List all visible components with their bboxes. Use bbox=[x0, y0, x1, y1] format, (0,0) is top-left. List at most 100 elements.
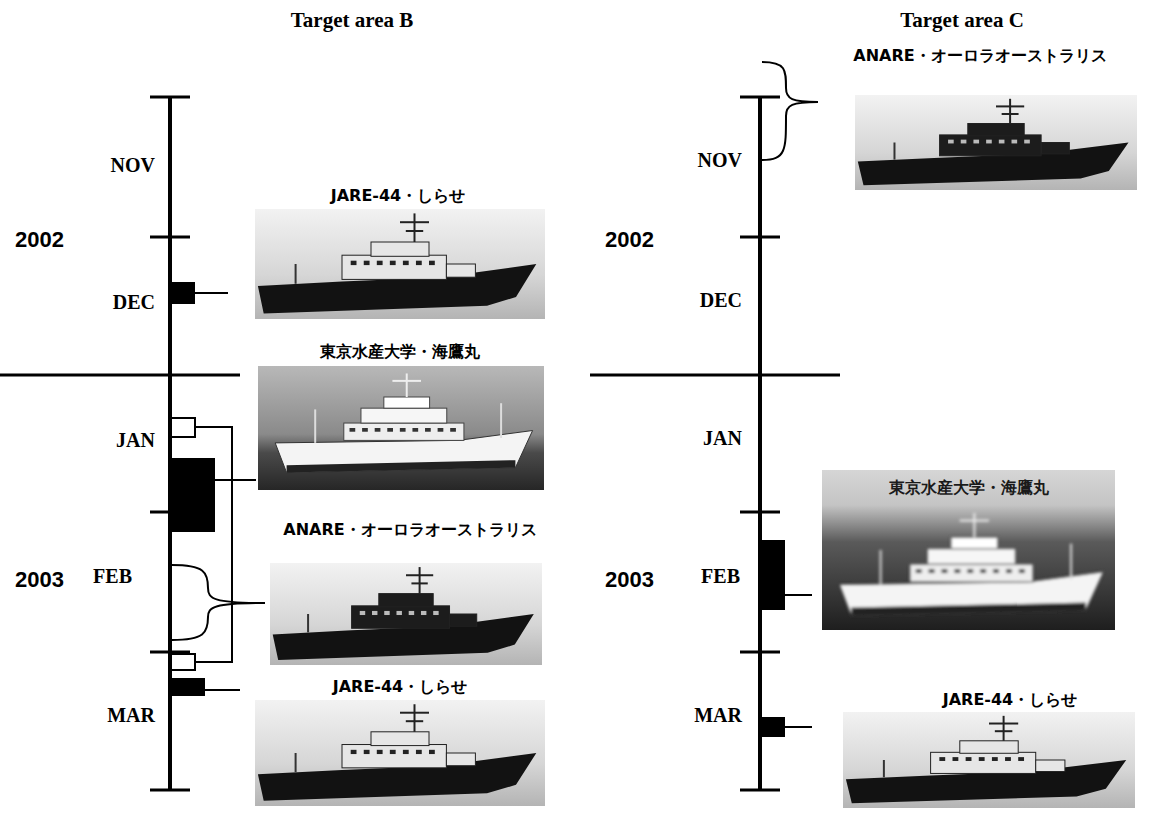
ship-part bbox=[433, 611, 438, 615]
ship-part bbox=[352, 606, 450, 628]
photo-background bbox=[270, 563, 542, 665]
ship-part bbox=[939, 757, 945, 761]
ship-part bbox=[966, 757, 972, 761]
cruise-bar-open bbox=[171, 418, 195, 437]
ship-photo bbox=[270, 563, 542, 665]
ship-photo-card: ANARE・オーロラオーストラリス bbox=[853, 46, 1137, 190]
ship-part bbox=[916, 569, 922, 573]
ship-mast bbox=[406, 230, 423, 232]
month-label: DEC bbox=[700, 289, 742, 312]
ship-part bbox=[371, 242, 429, 256]
axis-tick bbox=[150, 96, 190, 99]
area-title: Target area C bbox=[900, 8, 1024, 33]
ship-part bbox=[403, 261, 409, 265]
ship-caption: 東京水産大学・海鷹丸 bbox=[889, 478, 1049, 498]
cruise-bars-c bbox=[760, 62, 818, 737]
cruise-bar-open bbox=[171, 654, 195, 670]
ship-part bbox=[967, 569, 973, 573]
area-title: Target area B bbox=[291, 8, 413, 33]
ship-part bbox=[999, 140, 1005, 144]
ship-photo-card: JARE-44・しらせ bbox=[255, 677, 545, 806]
leader-line bbox=[205, 689, 240, 691]
ship-mast bbox=[960, 520, 989, 522]
curly-bracket bbox=[762, 62, 818, 160]
cruise-bar bbox=[170, 458, 215, 532]
month-label: FEB bbox=[701, 565, 740, 588]
ship-part bbox=[396, 611, 401, 615]
ship-illustration bbox=[258, 704, 536, 800]
ship-part bbox=[910, 564, 1033, 582]
ship-part bbox=[361, 408, 447, 423]
ship-part bbox=[342, 255, 446, 279]
ship-part bbox=[384, 611, 389, 615]
ship-mast bbox=[1070, 544, 1072, 580]
ship-part bbox=[1005, 757, 1011, 761]
ship-photo-card: JARE-44・しらせ bbox=[255, 186, 545, 319]
ship-part bbox=[973, 140, 979, 144]
ship-part bbox=[403, 750, 409, 754]
ship-part bbox=[980, 569, 986, 573]
photo-background bbox=[822, 470, 1115, 630]
ship-waterline bbox=[287, 460, 516, 472]
ship-part bbox=[450, 428, 456, 432]
ship-mast bbox=[883, 760, 885, 777]
photo-background bbox=[843, 712, 1135, 808]
ship-part bbox=[429, 261, 435, 265]
ship-part bbox=[1012, 140, 1018, 144]
axis-tick bbox=[740, 236, 780, 239]
ship-part bbox=[953, 757, 959, 761]
ship-illustration bbox=[275, 373, 532, 472]
ship-mast bbox=[1009, 99, 1011, 124]
ship-caption: JARE-44・しらせ bbox=[943, 690, 1078, 710]
ship-mast bbox=[411, 582, 427, 584]
ship-photo bbox=[843, 712, 1135, 808]
ship-illustration bbox=[846, 716, 1126, 803]
ship-caption: JARE-44・しらせ bbox=[331, 186, 466, 206]
photo-background bbox=[258, 366, 544, 490]
ship-mast bbox=[1003, 716, 1005, 741]
ship-mast bbox=[400, 712, 429, 714]
ship-part bbox=[371, 732, 429, 746]
leader-line bbox=[215, 479, 256, 481]
ship-mast bbox=[307, 614, 309, 632]
ship-mast bbox=[414, 704, 416, 732]
ship-part bbox=[387, 428, 393, 432]
month-label: NOV bbox=[111, 154, 155, 177]
ship-part bbox=[377, 261, 383, 265]
ship-part bbox=[931, 752, 1036, 773]
axis-tick bbox=[740, 651, 780, 654]
month-label: NOV bbox=[698, 149, 742, 172]
ship-part bbox=[951, 537, 998, 549]
leader-line bbox=[195, 292, 228, 294]
month-label: FEB bbox=[93, 565, 132, 588]
ship-mast bbox=[314, 409, 316, 442]
ship-mast bbox=[880, 550, 882, 585]
ship-part bbox=[342, 745, 446, 768]
ship-part bbox=[400, 428, 406, 432]
ship-mast bbox=[295, 753, 297, 772]
cruise-bar bbox=[760, 540, 785, 610]
ship-part bbox=[362, 428, 368, 432]
ship-part bbox=[416, 750, 422, 754]
year-label: 2003 bbox=[15, 567, 64, 593]
timeline-axes bbox=[0, 97, 840, 790]
ship-part bbox=[942, 569, 948, 573]
ship-mast bbox=[893, 143, 895, 160]
ship-part bbox=[450, 614, 477, 626]
ship-part bbox=[954, 569, 960, 573]
ship-part bbox=[1018, 757, 1024, 761]
ship-part bbox=[446, 264, 475, 277]
axis-tick bbox=[740, 511, 780, 514]
ship-caption: JARE-44・しらせ bbox=[333, 677, 468, 697]
ship-part bbox=[929, 569, 935, 573]
ship-part bbox=[1024, 140, 1030, 144]
month-label: MAR bbox=[107, 704, 155, 727]
month-label: JAN bbox=[116, 429, 155, 452]
leader-line bbox=[785, 726, 812, 728]
axis-tick bbox=[740, 789, 780, 792]
ship-mast bbox=[400, 221, 429, 223]
ship-mast bbox=[1002, 113, 1019, 115]
axis-tick bbox=[150, 789, 190, 792]
ship-part bbox=[390, 750, 396, 754]
